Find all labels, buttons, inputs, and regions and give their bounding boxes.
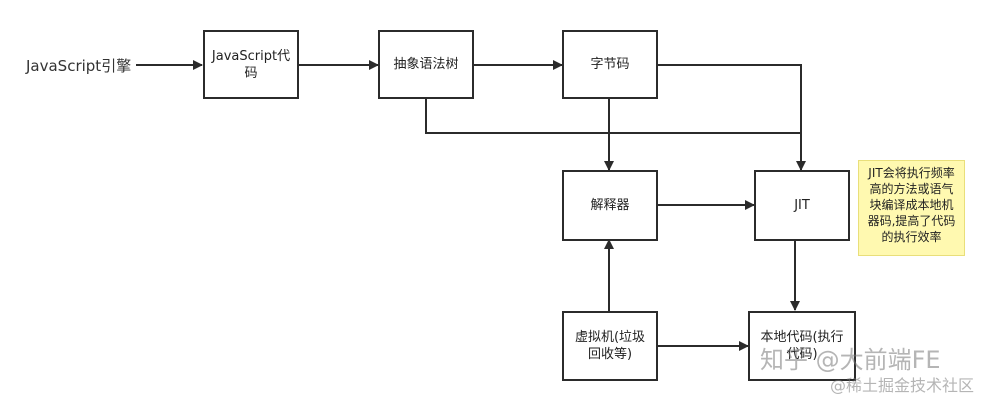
line-ast-to-jit xyxy=(425,98,801,134)
node-javascript-code: JavaScript代码 xyxy=(203,30,299,99)
node-jit: JIT xyxy=(754,170,850,241)
watermark-zhihu: 知乎 @大前端FE xyxy=(760,346,941,374)
jit-note: JIT会将执行频率高的方法或语气块编译成本地机器码,提高了代码的执行效率 xyxy=(858,160,965,256)
watermark-juejin: @稀土掘金技术社区 xyxy=(830,376,975,395)
node-ast: 抽象语法树 xyxy=(378,30,474,99)
node-interpreter: 解释器 xyxy=(562,170,658,241)
node-native-code: 本地代码(执行代码) xyxy=(748,311,856,381)
arrow-bytecode-to-jit xyxy=(658,64,806,171)
node-virtual-machine: 虚拟机(垃圾回收等) xyxy=(562,311,658,381)
node-bytecode: 字节码 xyxy=(562,30,658,99)
engine-label: JavaScript引擎 xyxy=(26,57,132,75)
